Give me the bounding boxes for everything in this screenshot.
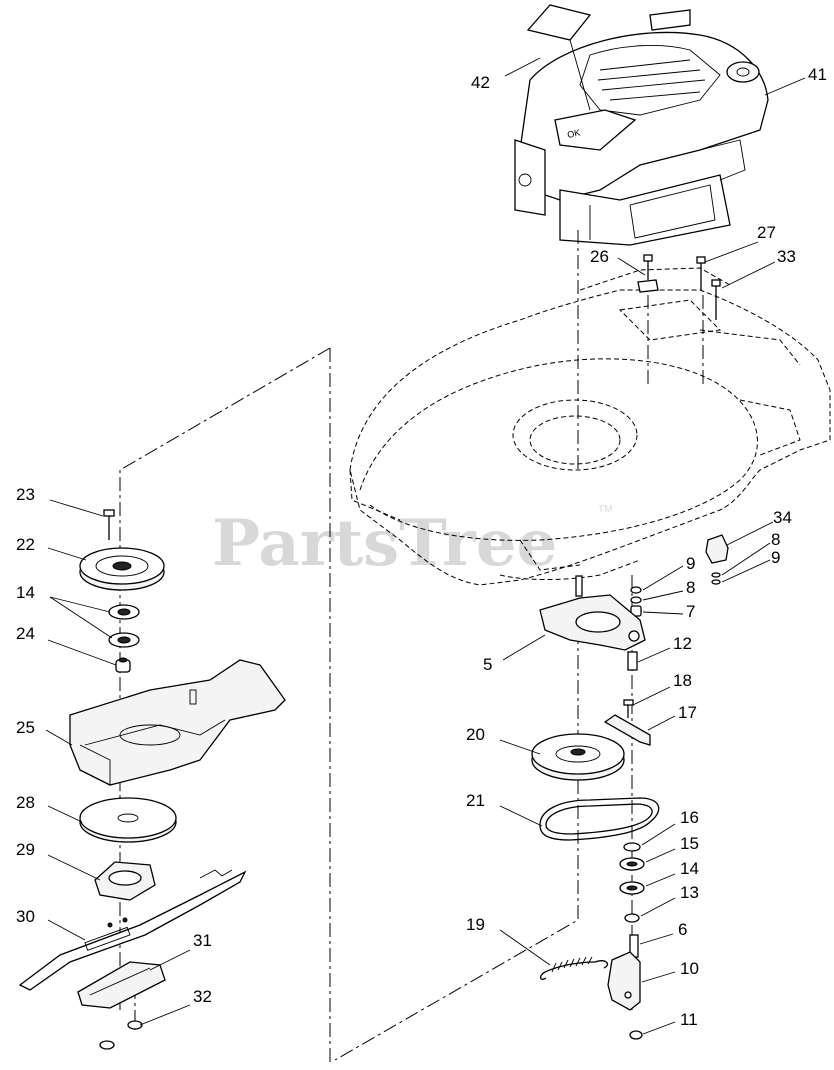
callout-7: 7 — [686, 602, 695, 621]
part-30-blade — [18, 869, 247, 991]
part-34-block — [705, 534, 729, 585]
callout-24: 24 — [16, 624, 35, 643]
callout-41: 41 — [808, 65, 827, 84]
part-29-blade-adapter — [94, 861, 156, 901]
part-19-spring — [539, 956, 609, 980]
callout-26: 26 — [590, 247, 609, 266]
part-12-stud — [627, 651, 638, 671]
callout-16: 16 — [680, 808, 699, 827]
mower-deck — [349, 267, 831, 586]
callout-13: 13 — [680, 883, 699, 902]
callout-25: 25 — [16, 718, 35, 737]
callout-labels: 42 41 27 26 33 23 22 14 24 25 28 29 30 3… — [16, 65, 827, 1029]
part-28-disc — [79, 797, 177, 843]
callout-12: 12 — [673, 634, 692, 653]
part-25-belt-cover — [69, 659, 286, 786]
part-7-8-9-washers — [630, 586, 642, 617]
engine-decal-text: OK — [566, 127, 581, 139]
callout-19: 19 — [466, 915, 485, 934]
part-11-nut — [629, 1030, 643, 1040]
callout-10: 10 — [680, 959, 699, 978]
part-21-belt — [539, 797, 660, 841]
part-32-nuts — [99, 1020, 143, 1050]
callout-5: 5 — [483, 655, 492, 674]
part-5-idler-bracket — [539, 575, 646, 651]
callout-30: 30 — [16, 907, 35, 926]
watermark-trademark: TM — [598, 504, 612, 515]
part-23-bolt — [103, 509, 115, 540]
engine: OK — [514, 4, 769, 246]
callout-8-center: 8 — [686, 578, 695, 597]
callout-9-right: 9 — [771, 548, 780, 567]
part-22-pulley — [79, 547, 165, 591]
callout-15: 15 — [680, 834, 699, 853]
callout-21: 21 — [466, 791, 485, 810]
callout-17: 17 — [678, 703, 697, 722]
callout-31: 31 — [193, 931, 212, 950]
watermark: PartsTree — [212, 506, 557, 581]
callout-9-center: 9 — [686, 554, 695, 573]
callout-28: 28 — [16, 793, 35, 812]
part-17-18-bracket — [603, 699, 651, 746]
callout-14-right: 14 — [680, 859, 699, 878]
part-14-bearings — [108, 604, 140, 648]
callout-27: 27 — [757, 223, 776, 242]
part-13-16-stack — [619, 842, 645, 923]
callout-29: 29 — [16, 840, 35, 859]
callout-20: 20 — [466, 725, 485, 744]
engine-bolts — [637, 254, 721, 320]
leader-lines — [45, 57, 806, 1035]
part-24-spacer — [115, 657, 131, 673]
callout-33: 33 — [777, 247, 796, 266]
callout-6: 6 — [678, 920, 687, 939]
callout-23: 23 — [16, 485, 35, 504]
callout-14-left: 14 — [16, 583, 35, 602]
part-10-arm — [607, 951, 641, 1011]
callout-8-right: 8 — [771, 530, 780, 549]
callout-11: 11 — [680, 1010, 698, 1029]
part-31-blade-stiffener — [77, 961, 166, 1009]
callout-22: 22 — [16, 535, 35, 554]
callout-18: 18 — [673, 671, 692, 690]
callout-32: 32 — [193, 987, 212, 1006]
callout-42: 42 — [471, 73, 490, 92]
callout-34: 34 — [773, 508, 792, 527]
part-20-idler-pulley — [531, 733, 625, 781]
